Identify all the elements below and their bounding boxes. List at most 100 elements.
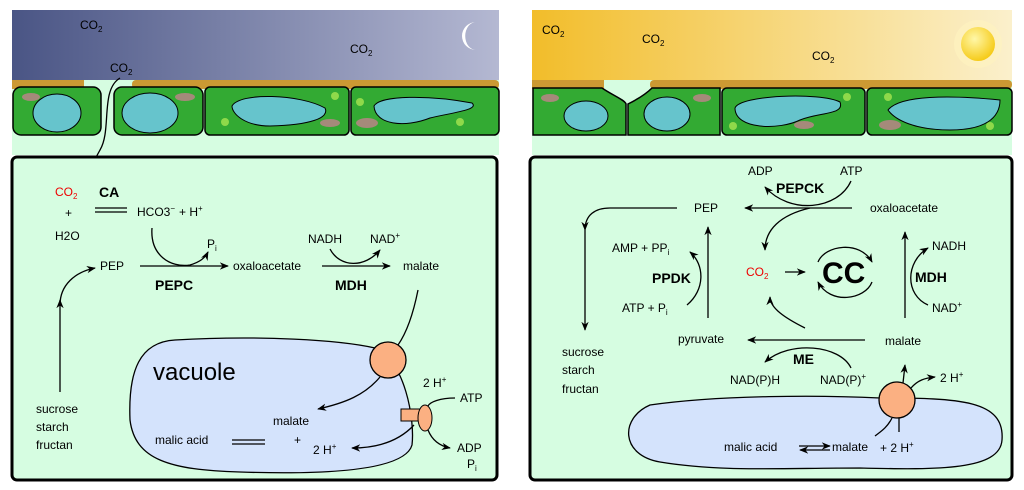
day-sky [532, 10, 1012, 80]
chloroplast [843, 93, 851, 101]
proton-efflux-arrow [910, 374, 936, 389]
atp-arrow [427, 397, 456, 407]
vacuole-small [643, 96, 691, 132]
chloroplast [175, 93, 195, 101]
vacuole-protons: + 2 H+ [880, 440, 914, 455]
malate-transporter [369, 341, 407, 379]
ppdk-cofactor-arrow [686, 251, 702, 306]
co2-label: CO2 [642, 32, 665, 48]
malic-acid-label: malic acid [724, 440, 777, 454]
transporter-line [874, 417, 893, 437]
plus-sign: + [65, 206, 72, 220]
co2-label: CO2 [812, 49, 835, 65]
chloroplast [986, 122, 994, 130]
co2-dissolved: CO2 [55, 185, 78, 201]
chloroplast [884, 93, 892, 101]
vacuole [129, 337, 414, 474]
vacuole-malate: malate [832, 440, 868, 454]
chloroplast [356, 98, 364, 106]
enzyme-mdh: MDH [335, 277, 367, 293]
nadp-label: NAD(P)+ [820, 372, 866, 387]
vacuole-small [121, 92, 179, 134]
day-panel: CO2 CO2 CO2 ADP ATP PEPCK P [528, 10, 1014, 482]
amp-ppi-label: AMP + PPi [612, 241, 669, 257]
pi-label: Pi [207, 237, 217, 253]
vacuole-plus: + [294, 433, 301, 447]
bicarbonate-arrow [151, 227, 209, 267]
enzyme-mdh: MDH [915, 269, 947, 285]
malate-label: malate [403, 259, 439, 273]
vacuole [627, 395, 1003, 470]
storage-sucrose: sucrose [36, 402, 78, 416]
to-pep-arrow [59, 266, 96, 306]
nadh-label: NADH [932, 239, 966, 253]
pump-pi: Pi [467, 457, 477, 473]
enzyme-pepck: PEPCK [776, 180, 824, 196]
night-panel: CO2 CO2 CO2 CO2 CA [10, 10, 500, 482]
storage-starch: starch [36, 420, 69, 434]
cuticle [12, 80, 84, 89]
co2-release-arrow [761, 207, 811, 251]
vacuole-small [887, 96, 1001, 131]
enzyme-pepc: PEPC [155, 277, 193, 293]
adp-label: ADP [748, 164, 773, 178]
chloroplast [693, 94, 711, 102]
malate-label: malate [885, 334, 921, 348]
co2-label: CO2 [542, 23, 565, 39]
pep-label: PEP [694, 201, 718, 215]
proton-pump [417, 404, 433, 432]
co2-label: CO2 [110, 61, 133, 77]
pyruvate-label: pyruvate [678, 332, 724, 346]
malate-transport-line [397, 289, 419, 346]
co2-label: CO2 [350, 42, 373, 58]
pump-atp: ATP [460, 391, 482, 405]
nadh-label: NADH [308, 232, 342, 246]
calvin-cycle-arrow [817, 246, 873, 263]
cuticle [650, 80, 1012, 89]
chloroplast [356, 118, 378, 128]
malate-transporter [878, 381, 916, 419]
oxaloacetate-label: oxaloacetate [233, 259, 301, 273]
night-sky [12, 10, 499, 80]
co2-released: CO2 [746, 265, 769, 281]
epidermis-cells [532, 87, 1013, 136]
chloroplast [541, 94, 559, 102]
malate-into-vacuole-arrow [317, 376, 381, 411]
co2-label: CO2 [80, 18, 103, 34]
enzyme-me: ME [793, 351, 814, 367]
vacuole-protons: 2 H+ [313, 442, 337, 457]
chloroplast [729, 122, 737, 130]
nadph-label: NAD(P)H [730, 373, 780, 387]
malate-efflux-arrow [900, 364, 908, 384]
nad-label: NAD+ [370, 231, 400, 246]
pep-to-storage-arrow [581, 207, 677, 231]
chloroplast [331, 92, 339, 100]
nadh-cofactor-arrow [329, 248, 381, 264]
sun-icon [954, 20, 1002, 68]
moon-icon [461, 21, 476, 51]
storage-sucrose: sucrose [562, 345, 604, 359]
protons-into-vacuole-arrow [351, 424, 415, 452]
chloroplast [22, 93, 40, 101]
atp-label: ATP [840, 164, 862, 178]
enzyme-ppdk: PPDK [652, 270, 691, 286]
pepck-cofactor-arrow [764, 180, 852, 207]
chloroplast [221, 118, 229, 126]
calvin-cycle-label: CC [822, 257, 865, 290]
mdh-cofactor-arrow [910, 247, 929, 306]
oxaloacetate-label: oxaloacetate [870, 201, 938, 215]
storage-starch: starch [562, 363, 595, 377]
enzyme-ca: CA [99, 184, 119, 200]
pump-protons: 2 H+ [423, 375, 447, 390]
adp-arrow [427, 429, 451, 450]
vacuole-small [231, 95, 327, 127]
epidermis-cells [12, 86, 500, 136]
atp-pi-label: ATP + Pi [622, 301, 668, 317]
bicarbonate-label: HCO3−+ H+ [137, 204, 203, 219]
vacuole-small [373, 96, 474, 125]
chloroplast [794, 121, 814, 129]
cuticle [532, 80, 604, 89]
chloroplast [320, 119, 340, 127]
vacuole-small [563, 100, 609, 132]
storage-fructan: fructan [36, 438, 73, 452]
